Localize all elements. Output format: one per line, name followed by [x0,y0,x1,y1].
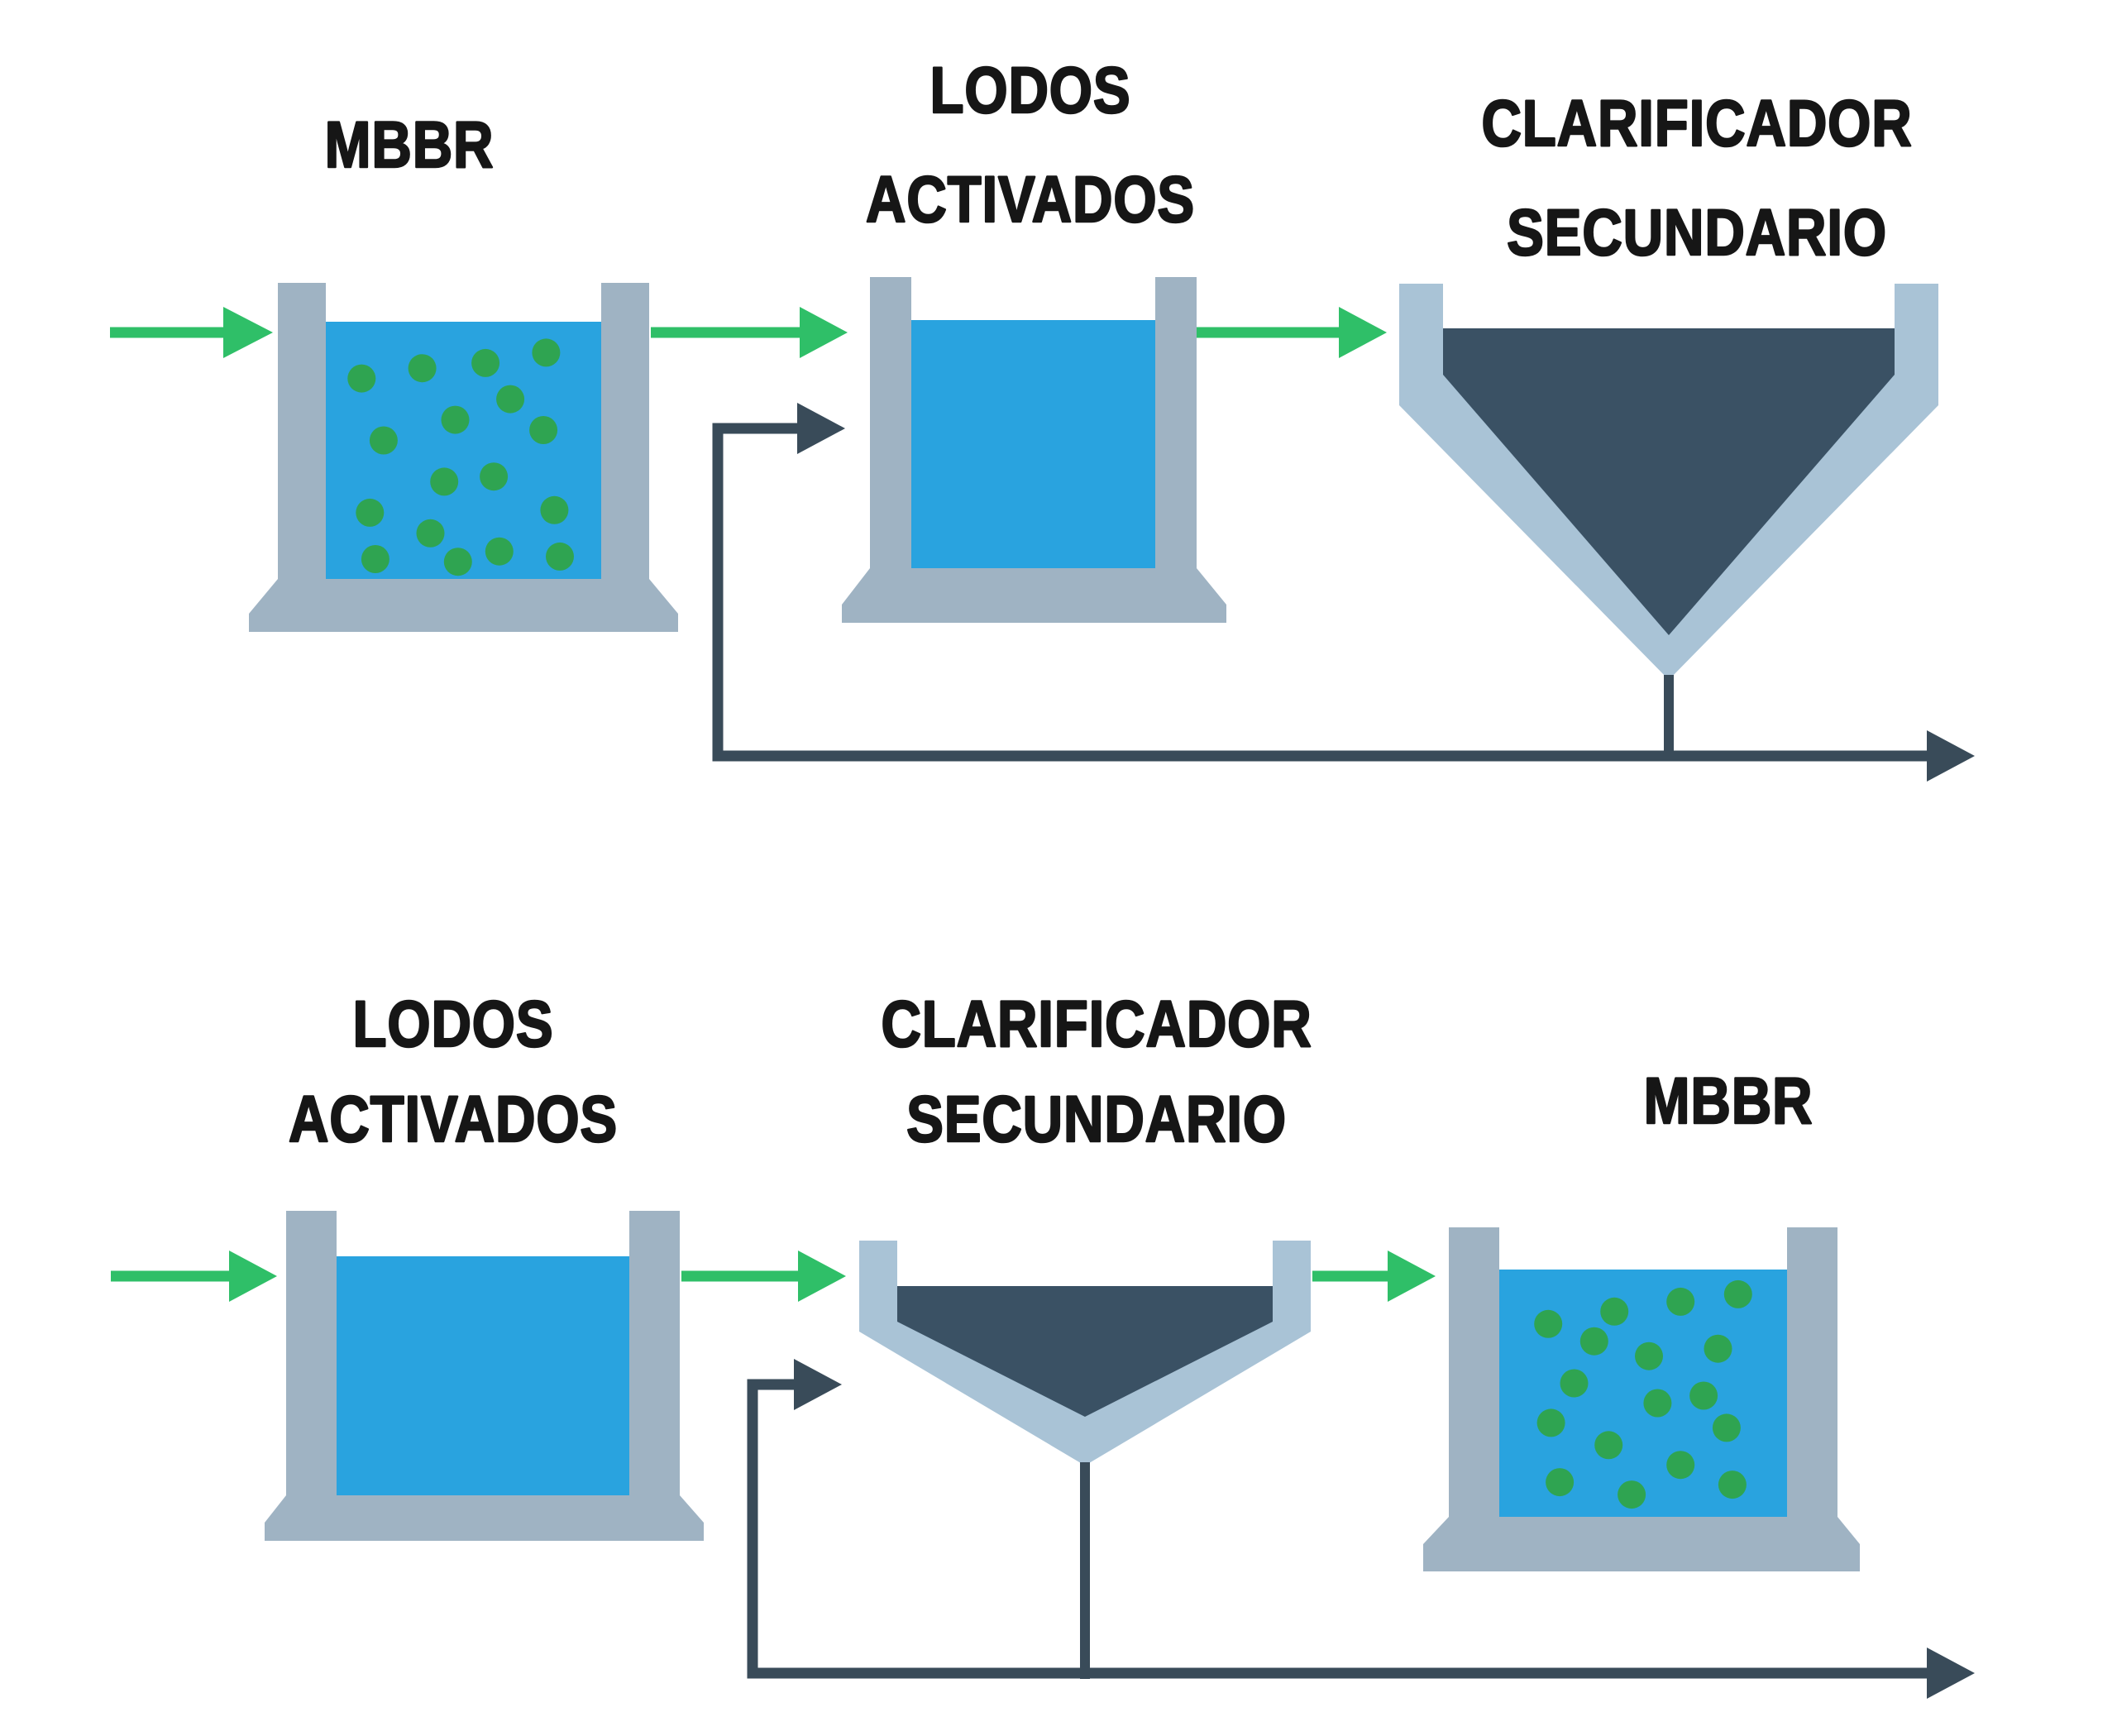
label-top-clarificador-line2: SECUNDARIO [1507,196,1887,269]
tank-clarifier-top [1399,284,1938,761]
mbbr-carrier-dot [1594,1431,1623,1460]
clarifier-bottom-underflow-pipe [1080,1462,1090,1679]
clarifier-top-sludge [1439,328,1899,641]
lodos-top-wall-right [1155,277,1197,572]
mbbr-carrier-dot [1723,1279,1752,1308]
lodos-top-base [842,568,1226,623]
mbbr-carrier-dot [1579,1327,1608,1356]
recycle-arrowhead-bottom [794,1359,842,1410]
mbbr-top-base [249,579,678,632]
mbbr-bottom-base [1423,1517,1860,1571]
waste-arrowhead-top [1927,730,1975,782]
sludge-pipe-top-run [712,423,1927,762]
arrow-clarifier-to-mbbr [1312,1251,1436,1302]
arrow-mbbr-to-lodos [651,307,848,358]
mbbr-carrier-dot [480,462,509,491]
sludge-piping-bottom [747,1359,1975,1699]
mbbr-carrier-dot [1666,1451,1695,1480]
lodos-bottom-base [265,1495,704,1541]
arrow-lodos-to-clarifier [1197,307,1387,358]
mbbr-top-wall-right [601,283,649,584]
mbbr-carrier-dot [1536,1408,1565,1437]
mbbr-bottom-wall-right [1787,1227,1837,1518]
clarifier-bottom-sludge [893,1286,1277,1424]
mbbr-carrier-dot [1643,1389,1672,1418]
lodos-bottom-wall-right [629,1211,680,1497]
mbbr-top-water [326,322,601,580]
top-row: MBBR LODOS ACTIVADOS CLARIFICADOR SECUND… [110,53,1975,782]
tank-lodos-top [842,277,1226,623]
bottom-row: LODOS ACTIVADOS CLARIFICADOR SECUNDARIO … [111,987,1975,1699]
mbbr-carrier-dot [347,364,376,393]
mbbr-carrier-dot [1704,1334,1732,1363]
mbbr-carrier-dot [485,537,514,566]
mbbr-carrier-dot [1718,1471,1747,1499]
tank-mbbr-bottom [1423,1227,1860,1571]
label-bottom-lodos-line1: LODOS [353,988,554,1060]
label-top-lodos-line1: LODOS [930,54,1131,127]
label-bottom-mbbr: MBBR [1644,1064,1814,1137]
mbbr-carrier-dot [1600,1297,1629,1326]
mbbr-carrier-dot [1666,1287,1695,1316]
mbbr-carrier-dot [441,405,470,434]
mbbr-carrier-dot [361,545,389,573]
mbbr-bottom-carriers [1534,1279,1752,1509]
mbbr-carrier-dot [408,354,437,383]
mbbr-carrier-dot [1712,1413,1741,1442]
mbbr-carrier-dot [369,426,398,455]
label-bottom-lodos-line2: ACTIVADOS [289,1083,618,1155]
mbbr-carrier-dot [540,495,569,524]
recycle-arrowhead-top [797,403,845,454]
mbbr-carrier-dot [416,519,445,548]
label-top-lodos-line2: ACTIVADOS [866,163,1195,236]
mbbr-carrier-dot [1546,1468,1575,1497]
mbbr-carrier-dot [496,385,525,414]
mbbr-carrier-dot [356,498,385,527]
mbbr-carrier-dot [471,348,500,377]
arrow-lodos-to-clarifier-bottom [681,1251,846,1302]
arrow-influent-bottom [111,1251,277,1302]
mbbr-carrier-dot [532,338,561,367]
clarifier-top-wall [1399,284,1938,680]
arrow-influent-top [110,307,273,358]
mbbr-carrier-dot [529,416,558,444]
sludge-pipe-bottom-run [747,1379,1927,1679]
lodos-bottom-water [337,1256,629,1496]
mbbr-carrier-dot [430,467,459,496]
label-top-mbbr: MBBR [325,108,495,181]
tank-mbbr-top [249,283,678,632]
lodos-top-wall-left [870,277,911,572]
label-bottom-clarificador-line2: SECUNDARIO [906,1083,1287,1155]
tank-lodos-bottom [265,1211,704,1541]
lodos-bottom-wall-left [286,1211,337,1497]
tank-clarifier-bottom [859,1241,1311,1679]
clarifier-bottom-wall [859,1241,1311,1466]
mbbr-carrier-dot [443,548,472,576]
label-top-clarificador-line1: CLARIFICADOR [1481,87,1912,160]
mbbr-carrier-dot [546,542,574,571]
waste-arrowhead-bottom [1927,1648,1975,1699]
mbbr-carrier-dot [1618,1480,1646,1509]
label-bottom-clarificador-line1: CLARIFICADOR [881,988,1312,1060]
lodos-top-water [911,320,1155,569]
mbbr-top-carriers [347,338,574,576]
mbbr-top-wall-left [278,283,326,584]
mbbr-carrier-dot [1560,1369,1589,1398]
mbbr-carrier-dot [1534,1309,1563,1338]
mbbr-bottom-wall-left [1449,1227,1499,1518]
mbbr-carrier-dot [1689,1381,1718,1410]
mbbr-carrier-dot [1635,1341,1663,1370]
sludge-piping-top [712,403,1975,782]
clarifier-top-underflow-pipe [1664,675,1674,761]
